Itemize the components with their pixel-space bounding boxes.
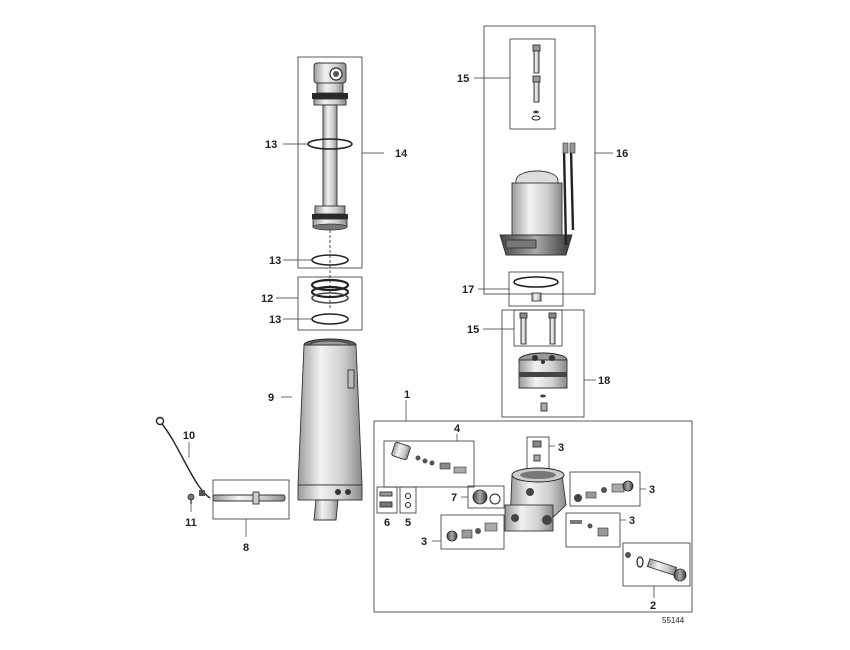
box-1 [373, 420, 693, 613]
part-5 [405, 493, 411, 508]
callout-15-upper: 15 [457, 73, 469, 85]
screws-15-upper [531, 44, 541, 121]
part-7 [472, 489, 501, 505]
callout-7: 7 [451, 492, 457, 504]
callout-18: 18 [598, 375, 610, 387]
leader-lines [188, 77, 655, 598]
screws-15-lower [519, 312, 557, 345]
callout-11: 11 [185, 517, 197, 529]
callout-17: 17 [462, 284, 474, 296]
valve-parts-3-left-lower [446, 522, 498, 542]
callout-4: 4 [454, 423, 461, 435]
callout-3-left-lower: 3 [421, 536, 427, 548]
valve-parts-3-right-upper [574, 480, 634, 502]
callout-1: 1 [404, 389, 410, 401]
valve-housing-1 [504, 467, 567, 532]
box-3-right-lower [565, 512, 621, 548]
box-2 [622, 542, 691, 587]
pump-18 [518, 352, 568, 412]
callout-15-lower: 15 [467, 324, 479, 336]
callout-3-right-upper: 3 [649, 484, 655, 496]
figure-reference-number: 55144 [662, 616, 685, 625]
plug-3-top [532, 440, 542, 462]
cylinder-rod-assembly [312, 62, 348, 310]
o-ring-17 [513, 276, 559, 288]
screw-11 [187, 493, 195, 504]
callout-3-top: 3 [558, 442, 564, 454]
callout-12: 12 [261, 293, 273, 305]
o-ring-13-lower [311, 313, 349, 325]
valve-parts-4 [391, 441, 467, 474]
seal-rings-12 [310, 278, 350, 304]
callout-2: 2 [650, 600, 656, 612]
callout-13-lower: 13 [269, 314, 281, 326]
callout-8: 8 [243, 542, 249, 554]
box-3-left-lower [440, 514, 505, 550]
callout-5: 5 [405, 517, 411, 529]
callout-13-upper: 13 [265, 139, 277, 151]
box-15-lower [513, 309, 563, 347]
callout-16: 16 [616, 148, 628, 160]
valve-parts-2 [625, 552, 687, 582]
cylinder-body-9 [297, 338, 363, 521]
callout-13-middle: 13 [269, 255, 281, 267]
callout-14: 14 [395, 148, 408, 160]
box-6 [376, 486, 398, 514]
valve-parts-3-right-lower [570, 520, 609, 537]
callout-9: 9 [268, 392, 274, 404]
box-15-upper [509, 38, 556, 130]
callout-6: 6 [384, 517, 390, 529]
box-5 [399, 486, 417, 514]
callout-labels: 1 2 3 3 3 3 4 5 6 7 8 9 10 11 12 13 13 1… [183, 73, 656, 612]
part-6 [379, 491, 393, 508]
motor-16 [499, 142, 576, 256]
pin-8 [212, 491, 286, 505]
callout-10: 10 [183, 430, 195, 442]
coupler-17 [531, 292, 542, 302]
ground-cable-10 [155, 416, 211, 499]
box-4 [383, 440, 475, 488]
callout-3-right-lower: 3 [629, 515, 635, 527]
